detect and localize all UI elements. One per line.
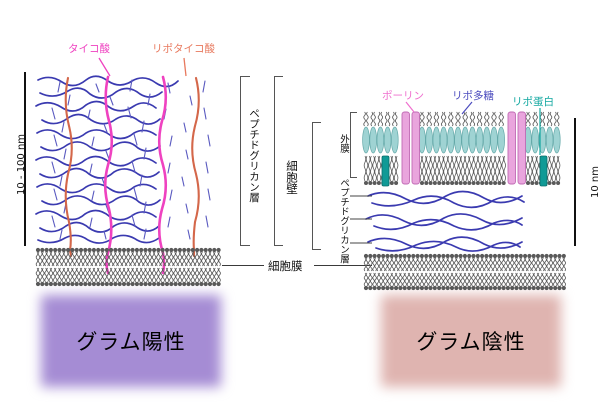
- gram-negative-diagram: [362, 111, 566, 291]
- peptidoglycan-bracket-left: [240, 76, 250, 246]
- lipoteichoic-acid-label: リポタイコ酸: [152, 43, 215, 55]
- cell-membrane-leader-left: [222, 265, 264, 266]
- gram-positive-caption: グラム陽性: [41, 295, 221, 387]
- teichoic-acid-label: タイコ酸: [68, 43, 110, 55]
- lipoteichoic-acid-strand: [64, 76, 200, 258]
- gram-negative-caption-text: グラム陰性: [416, 330, 526, 354]
- outer-membrane-label: 外膜: [338, 134, 349, 153]
- cell-wall-bracket-left: [274, 76, 283, 246]
- outer-membrane-bracket: [350, 112, 357, 178]
- lipoteichoic-acid-leader: [183, 57, 187, 77]
- peptidoglycan-layer-label-left: ペプチドグリカン層: [248, 108, 260, 203]
- gram-negative-leaders: [405, 101, 541, 155]
- cell-wall-bracket-right: [312, 122, 321, 250]
- teichoic-acid-leader: [98, 57, 111, 77]
- lipopolysaccharide-label: リポ多糖: [452, 90, 494, 102]
- peptidoglycan-leaders-right: [350, 195, 372, 244]
- cell-membrane-leader-right: [314, 265, 372, 266]
- gram-positive-plasma-membrane: [35, 247, 221, 287]
- cell-wall-label: 細胞壁: [285, 160, 299, 195]
- gram-positive-scalebar: [24, 72, 26, 246]
- gram-negative-scalebar: [574, 118, 576, 246]
- gram-negative-colorbox: [381, 295, 561, 387]
- porin-shapes: [401, 111, 526, 185]
- lipoprotein-label: リポ蛋白: [512, 96, 554, 108]
- gram-negative-peptidoglycan: [365, 190, 525, 252]
- gram-negative-scale-label: 10 nm: [590, 166, 600, 198]
- peptidoglycan-layer-label-right: ペプチドグリカン層: [338, 178, 349, 264]
- gram-negative-caption: グラム陰性: [381, 295, 561, 387]
- porin-label: ポーリン: [382, 90, 424, 102]
- gram-positive-colorbox: [41, 295, 221, 387]
- gram-positive-caption-text: グラム陽性: [76, 330, 186, 354]
- gram-positive-diagram: [35, 75, 221, 287]
- cell-membrane-label: 細胞膜: [268, 259, 303, 273]
- lipoprotein-shapes: [381, 155, 548, 187]
